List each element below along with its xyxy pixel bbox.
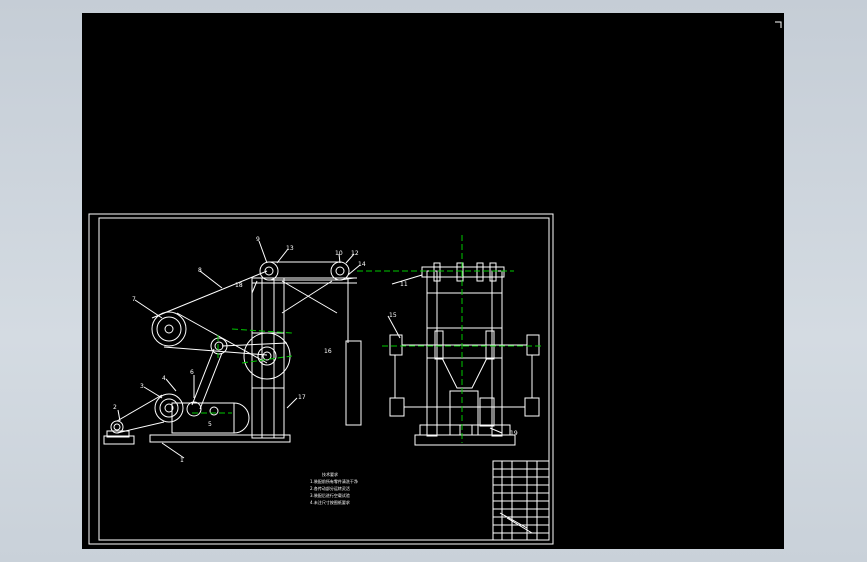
notes-line-4: 4.未注尺寸按图纸要求	[310, 499, 350, 505]
technical-notes: 技术要求 1.装配前所有零件清洗干净 2.各传动部分运转灵活 3.装配后进行空载…	[310, 471, 358, 505]
gearbox	[171, 402, 235, 434]
callout-4: 4	[162, 375, 166, 382]
callout-10: 10	[335, 250, 343, 257]
callout-19: 19	[510, 430, 518, 437]
callout-18: 18	[235, 282, 243, 289]
callout-2: 2	[113, 404, 117, 411]
drawing-canvas[interactable]: 1 2 3 4 5 6 7 8 9 13 10 12 14 18 16 17 1…	[82, 13, 784, 549]
callout-1: 1	[180, 457, 184, 464]
sheet-outer-border	[88, 213, 554, 545]
sheet-inner-border	[98, 217, 550, 541]
ucs-corner-icon	[773, 15, 783, 28]
leader-lines	[117, 240, 503, 459]
centerlines	[192, 235, 542, 443]
callout-7: 7	[132, 296, 136, 303]
callout-13: 13	[286, 245, 294, 252]
top-pulley-left	[259, 261, 279, 281]
callout-6: 6	[190, 369, 194, 376]
notes-line-3: 3.装配后进行空载试验	[310, 492, 350, 498]
callout-5: 5	[208, 421, 212, 428]
middle-pulley	[243, 332, 291, 380]
callout-11: 11	[400, 281, 408, 288]
notes-line-2: 2.各传动部分运转灵活	[310, 485, 350, 491]
hanging-weight	[345, 340, 362, 426]
notes-line-1: 1.装配前所有零件清洗干净	[310, 478, 358, 484]
callout-8: 8	[198, 267, 202, 274]
notes-title: 技术要求	[322, 471, 338, 477]
title-block	[492, 460, 550, 541]
callout-14: 14	[358, 261, 366, 268]
base-plate	[149, 434, 291, 443]
callout-17: 17	[298, 394, 306, 401]
top-pulley-right	[330, 261, 350, 281]
callout-12: 12	[351, 250, 359, 257]
callout-16: 16	[324, 348, 332, 355]
large-pulley	[151, 311, 187, 347]
callout-labels: 1 2 3 4 5 6 7 8 9 13 10 12 14 18 16 17 1…	[113, 236, 518, 464]
callout-9: 9	[256, 236, 260, 243]
side-view	[103, 261, 362, 445]
callout-15: 15	[389, 312, 397, 319]
front-view	[389, 262, 540, 446]
callout-3: 3	[140, 383, 144, 390]
